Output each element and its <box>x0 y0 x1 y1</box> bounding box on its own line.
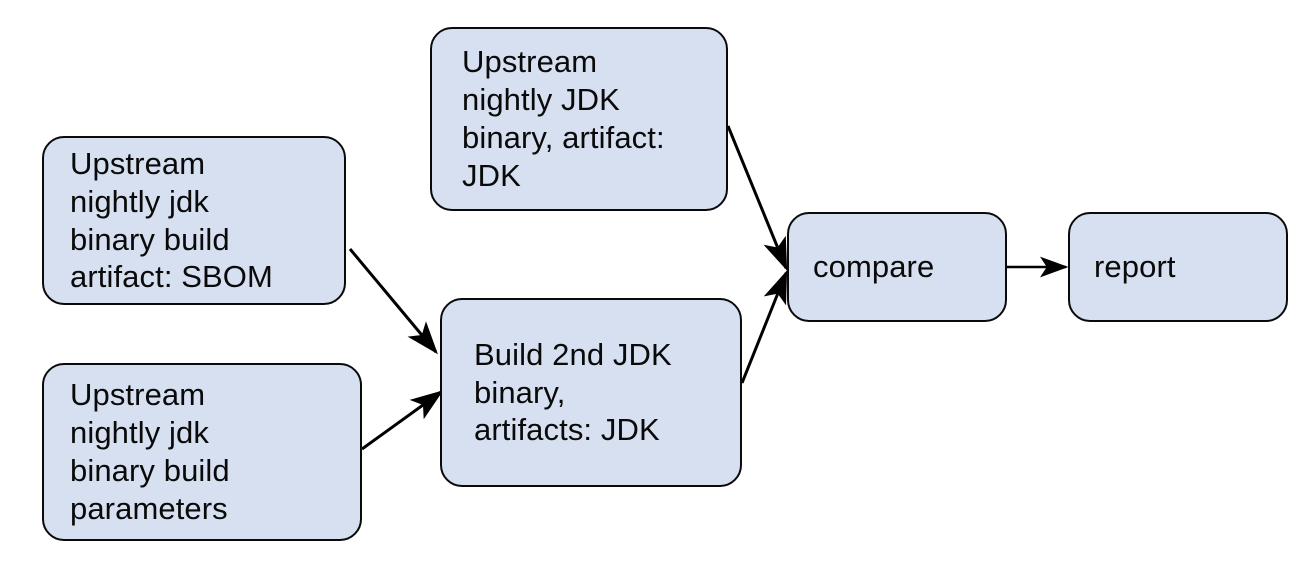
node-upstream-params-label: Upstream nightly jdk binary build parame… <box>70 377 230 526</box>
edge-jdk-to-compare <box>726 125 788 271</box>
node-upstream-jdk[interactable]: Upstream nightly JDK binary, artifact: J… <box>430 27 728 211</box>
node-build-2nd-jdk-label: Build 2nd JDK binary, artifacts: JDK <box>474 336 672 448</box>
node-compare[interactable]: compare <box>787 212 1007 322</box>
node-build-2nd-jdk[interactable]: Build 2nd JDK binary, artifacts: JDK <box>440 298 742 487</box>
edge-params-to-build <box>361 390 444 451</box>
edge-sbom-to-build <box>348 248 438 355</box>
node-upstream-sbom-label: Upstream nightly jdk binary build artifa… <box>70 145 273 295</box>
node-upstream-jdk-label: Upstream nightly JDK binary, artifact: J… <box>462 44 665 193</box>
node-compare-label: compare <box>813 249 935 285</box>
edge-build-to-compare <box>740 270 788 384</box>
node-upstream-params[interactable]: Upstream nightly jdk binary build parame… <box>42 363 362 541</box>
node-report-label: report <box>1094 249 1176 285</box>
node-report[interactable]: report <box>1068 212 1288 322</box>
node-upstream-sbom[interactable]: Upstream nightly jdk binary build artifa… <box>42 136 346 305</box>
